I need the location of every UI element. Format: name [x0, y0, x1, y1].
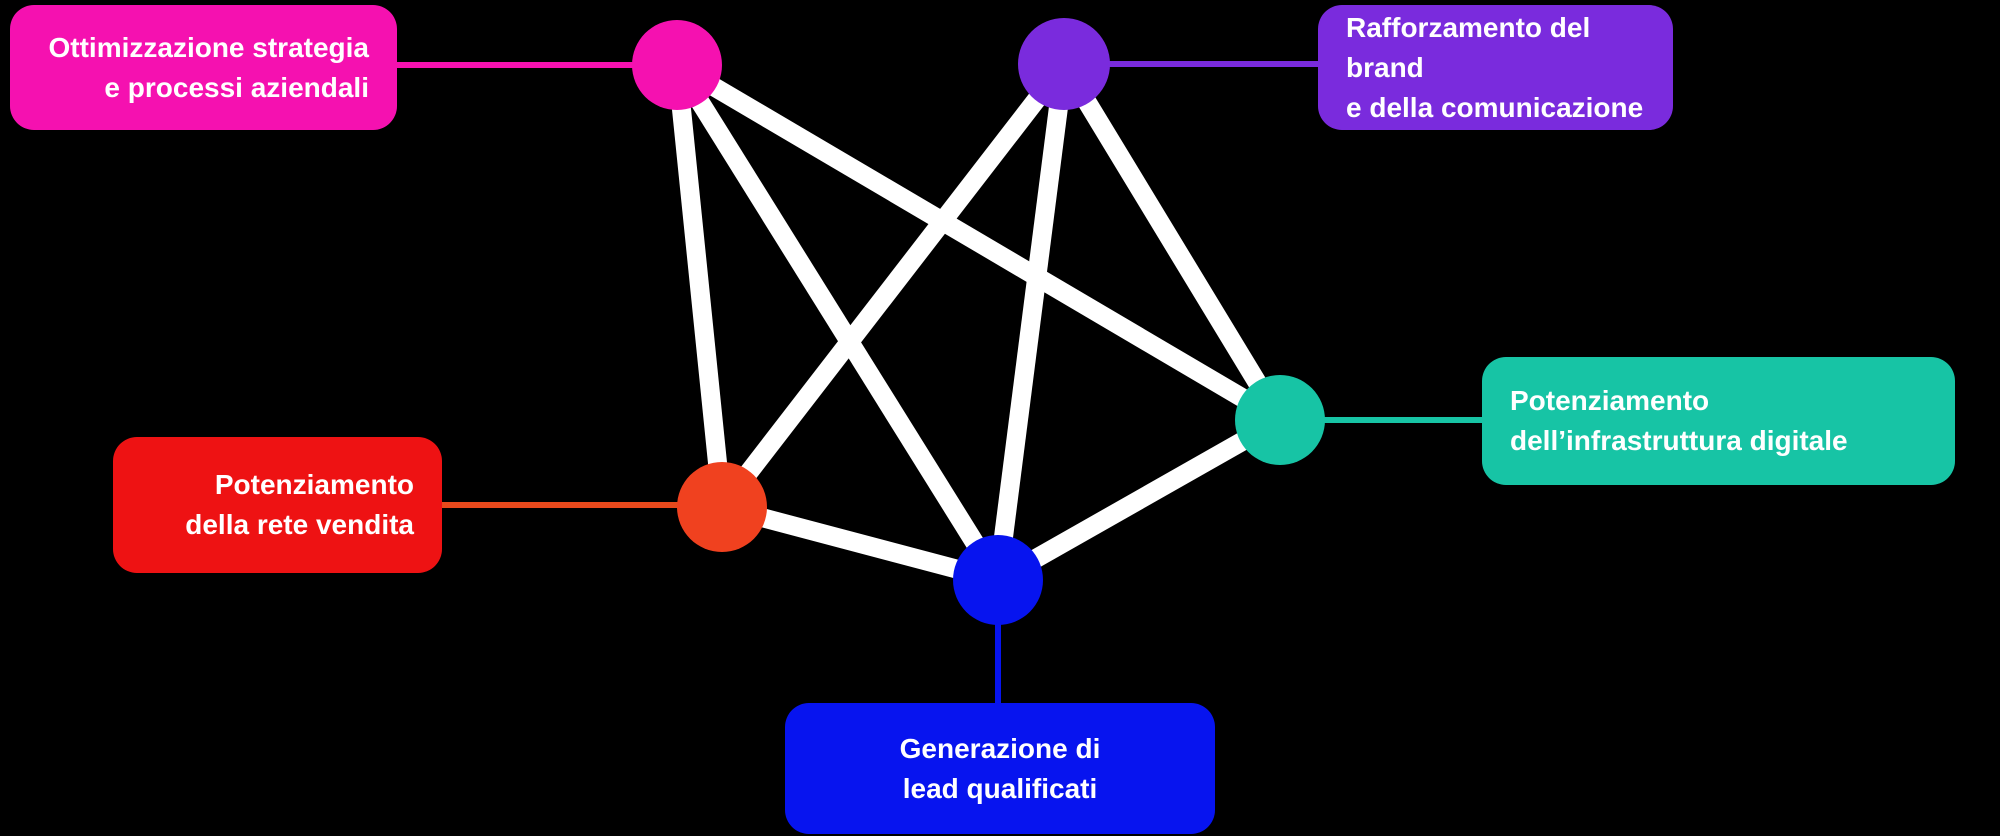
edge-lead-qualificati-infrastruttura-digitale: [993, 411, 1285, 589]
label-box-lead-qualificati: Generazione di lead qualificati: [785, 703, 1215, 834]
edge-ottimizzazione-strategia-rete-vendita: [667, 64, 732, 508]
node-infrastruttura-digitale: [1235, 375, 1325, 465]
edge-ottimizzazione-strategia-infrastruttura-digitale: [672, 56, 1285, 429]
label-box-ottimizzazione-strategia: Ottimizzazione strategia e processi azie…: [10, 5, 397, 130]
edge-rafforzamento-brand-infrastruttura-digitale: [1055, 59, 1289, 425]
node-rafforzamento-brand: [1018, 18, 1110, 110]
label-box-rete-vendita: Potenziamento della rete vendita: [113, 437, 442, 573]
edge-rafforzamento-brand-lead-qualificati: [988, 62, 1074, 582]
label-box-infrastruttura-digitale: Potenziamento dell’infrastruttura digita…: [1482, 357, 1955, 485]
node-ottimizzazione-strategia: [632, 20, 722, 110]
label-box-rafforzamento-brand: Rafforzamento del brand e della comunica…: [1318, 5, 1673, 130]
node-lead-qualificati: [953, 535, 1043, 625]
edge-rafforzamento-brand-rete-vendita: [714, 58, 1072, 513]
edge-rete-vendita-lead-qualificati: [719, 497, 1001, 590]
edge-ottimizzazione-strategia-lead-qualificati: [668, 59, 1007, 586]
node-rete-vendita: [677, 462, 767, 552]
